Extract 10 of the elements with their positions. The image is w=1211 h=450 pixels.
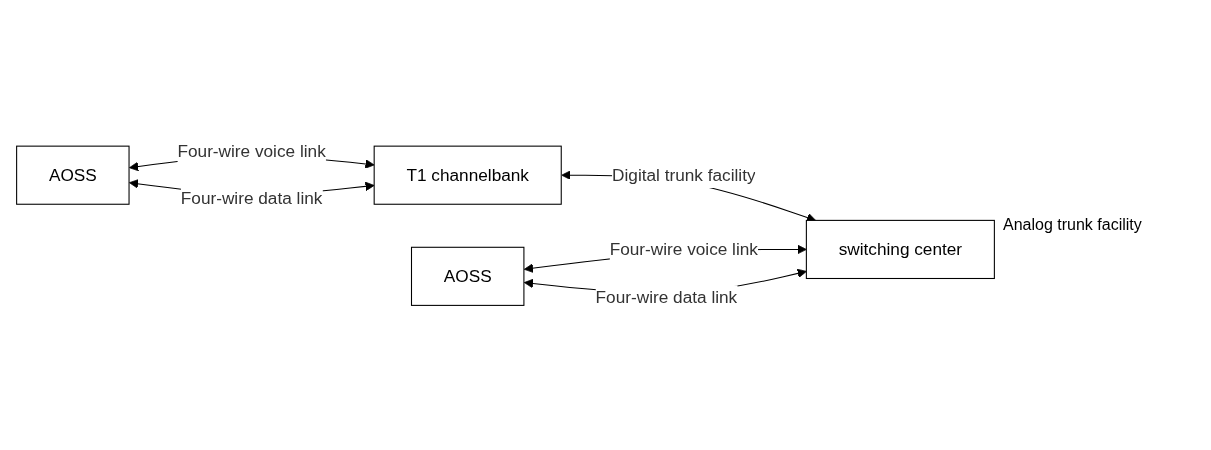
node-box: AOSS [410, 246, 525, 307]
node-box: AOSS [16, 145, 130, 205]
node-box: switching center [805, 220, 995, 280]
edge-label: Four-wire voice link [609, 239, 758, 259]
note-label: Analog trunk facility [1003, 216, 1143, 234]
node-box: T1 channelbank [373, 145, 562, 205]
edge-label: Four-wire data link [595, 288, 738, 307]
edge-label: Digital trunk facility [612, 165, 756, 184]
edge-label: Four-wire data link [180, 189, 323, 208]
edge-label: Four-wire voice link [177, 142, 326, 161]
